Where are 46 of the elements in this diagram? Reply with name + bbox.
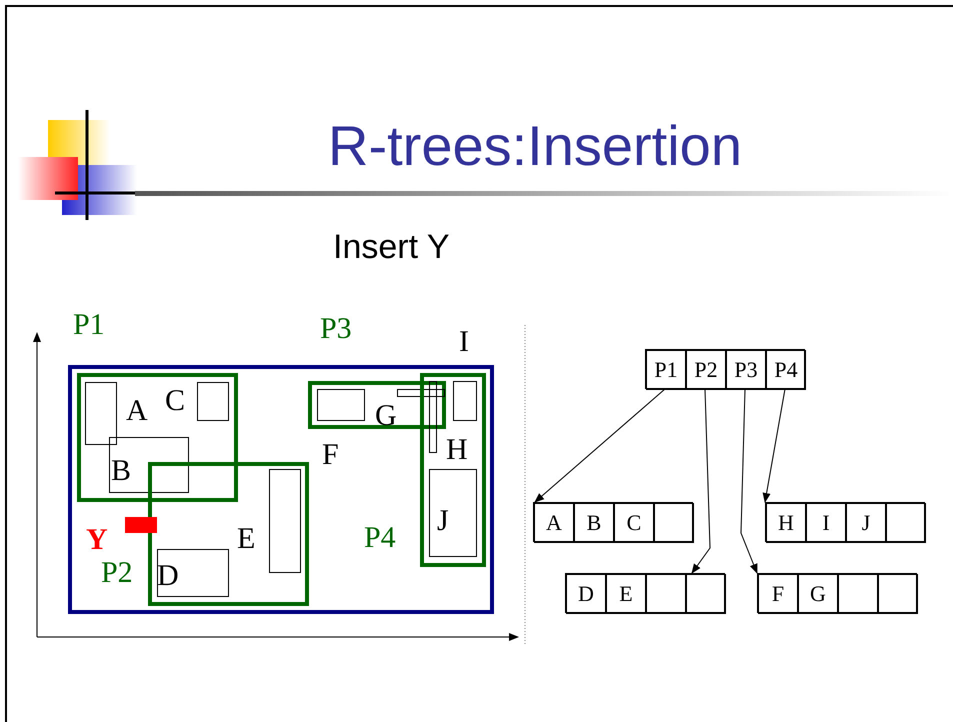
tree-node-record [757, 573, 917, 613]
region-label: P1 [73, 310, 105, 340]
rectangle-label: J [437, 506, 449, 536]
slide-title: R-trees:Insertion [327, 118, 743, 174]
record-cell: D [566, 574, 606, 614]
empty-record-cell [886, 503, 926, 543]
record-cell: B [574, 503, 614, 543]
record-cell: H [766, 503, 806, 543]
record-cell: E [606, 574, 646, 614]
rectangle-label: C [165, 386, 186, 416]
region-label: P2 [101, 558, 133, 588]
rectangle-label: G [375, 401, 397, 431]
record-cell: P1 [646, 350, 686, 390]
record-cell: P3 [726, 350, 766, 390]
record-cell: J [846, 503, 886, 543]
empty-record-cell [646, 574, 686, 614]
record-cell: I [806, 503, 846, 543]
region-label: P3 [320, 314, 352, 344]
tree-node-record [765, 502, 925, 542]
rectangle-label: H [446, 435, 468, 465]
record-cell: C [614, 503, 654, 543]
arrow [762, 388, 786, 503]
rectangle-label: D [157, 561, 179, 591]
record-cell: F [758, 574, 798, 614]
arrow [691, 388, 710, 574]
subtitle-text: Insert Y [333, 230, 450, 264]
rectangle-label: Y [86, 525, 108, 555]
empty-record-cell [686, 574, 726, 614]
empty-record-cell [654, 503, 694, 543]
tree-node-record [645, 349, 805, 389]
record-cell: P2 [686, 350, 726, 390]
rectangle-label: A [126, 396, 148, 426]
record-cell: A [534, 503, 574, 543]
record-cell: P4 [766, 350, 806, 390]
rectangle-label: I [459, 327, 469, 357]
rectangle-label: E [237, 524, 256, 554]
rectangle-label: B [111, 456, 132, 486]
empty-record-cell [838, 574, 878, 614]
tree-node-record [565, 573, 725, 613]
tree-node-record [533, 502, 693, 542]
empty-record-cell [878, 574, 918, 614]
arrow [740, 388, 758, 574]
record-cell: G [798, 574, 838, 614]
arrow [534, 388, 666, 503]
region-label: P4 [364, 523, 396, 553]
rectangle-label: F [322, 440, 339, 470]
